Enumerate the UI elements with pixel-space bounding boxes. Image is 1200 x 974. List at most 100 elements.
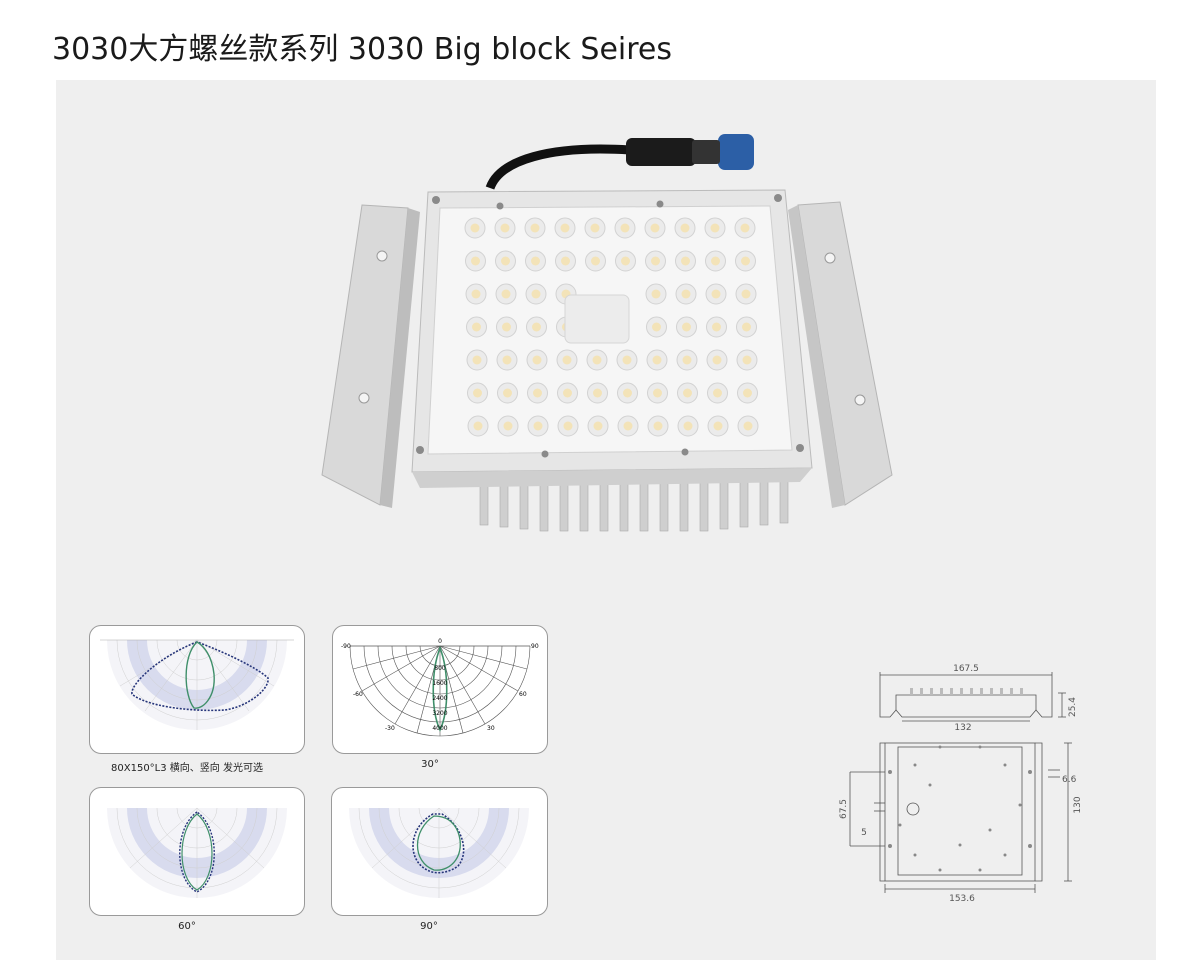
- led-chip: [591, 256, 600, 266]
- led-chip: [653, 388, 662, 398]
- led-chip: [531, 289, 541, 299]
- led-chip: [623, 388, 632, 398]
- led-chip: [592, 355, 602, 365]
- polar-curve-30: 0 -90 90 -60 60 -30 30 800 1600 2400 3200 40…: [341, 638, 539, 737]
- led-chip: [563, 421, 573, 431]
- scale-left90-label: -90: [341, 643, 351, 650]
- ring-label: 1600: [432, 680, 447, 687]
- led-chip: [621, 256, 630, 266]
- dim-width: 130: [1073, 796, 1083, 813]
- led-chip: [472, 322, 481, 332]
- dim-slot: 5: [861, 828, 867, 838]
- led-chip: [471, 289, 481, 299]
- led-chip: [533, 421, 543, 431]
- scale-right90-label: 90: [531, 643, 539, 650]
- led-chip: [533, 388, 542, 398]
- led-chip: [562, 355, 572, 365]
- led-chip: [741, 289, 751, 299]
- led-chip: [473, 421, 483, 431]
- dim-inner: 132: [954, 723, 971, 733]
- led-chip: [503, 388, 512, 398]
- led-chip: [471, 256, 480, 266]
- led-chip: [681, 289, 691, 299]
- led-chip: [652, 322, 661, 332]
- led-chip: [740, 223, 750, 233]
- curve-card-60: [89, 787, 305, 916]
- led-chip: [711, 289, 721, 299]
- led-chip: [712, 322, 721, 332]
- ring-label: 3200: [432, 710, 447, 717]
- led-chip: [532, 355, 542, 365]
- curve-caption-80x150: 80X150°L3 横向、竖向 发光可选: [111, 763, 263, 774]
- led-chip: [620, 223, 630, 233]
- led-chip: [712, 355, 722, 365]
- led-chip: [653, 421, 663, 431]
- led-chip: [501, 289, 511, 299]
- scale-right30-label: 30: [487, 725, 495, 732]
- led-chip: [713, 388, 722, 398]
- led-chip: [593, 421, 603, 431]
- curve-card-90: [331, 787, 548, 916]
- led-chip: [651, 256, 660, 266]
- dim-length: 167.5: [953, 664, 979, 674]
- led-chip: [742, 355, 752, 365]
- led-chip: [622, 355, 632, 365]
- led-chip: [590, 223, 600, 233]
- curve-caption-90: 90°: [420, 921, 438, 932]
- led-chip: [530, 223, 540, 233]
- led-chip: [682, 355, 692, 365]
- led-chip: [502, 322, 511, 332]
- led-chip: [531, 256, 540, 266]
- ring-label: 4000: [432, 725, 447, 732]
- scale-top-label: 0: [438, 638, 442, 645]
- ring-label: 2400: [432, 695, 447, 702]
- led-chip: [652, 355, 662, 365]
- led-chip: [683, 421, 693, 431]
- led-chip: [651, 289, 661, 299]
- led-chip: [473, 388, 482, 398]
- led-chip: [563, 388, 572, 398]
- polar-curve-90: [349, 807, 529, 898]
- led-chip: [681, 256, 690, 266]
- led-chip: [683, 388, 692, 398]
- led-chip: [713, 421, 723, 431]
- led-chip: [680, 223, 690, 233]
- led-chip: [593, 388, 602, 398]
- led-chip: [743, 421, 753, 431]
- polar-curve-60: [107, 807, 287, 898]
- scale-left60-label: -60: [353, 691, 363, 698]
- dim-mount-spacing: 67.5: [839, 799, 849, 819]
- dimension-drawing: 167.5 25.4 132 67.5 5 6.6 130 153.6: [839, 664, 1083, 904]
- led-chip: [711, 256, 720, 266]
- led-chip: [710, 223, 720, 233]
- scale-right60-label: 60: [519, 691, 527, 698]
- dim-height: 25.4: [1068, 697, 1078, 717]
- led-chip: [742, 322, 751, 332]
- led-chip: [503, 421, 513, 431]
- led-chip: [500, 223, 510, 233]
- led-chip: [561, 256, 570, 266]
- curve-caption-30: 30°: [421, 759, 439, 770]
- led-chip: [741, 256, 750, 266]
- ring-label: 800: [434, 665, 446, 672]
- led-chip: [532, 322, 541, 332]
- led-chip: [743, 388, 752, 398]
- dim-base-width: 153.6: [949, 894, 975, 904]
- led-chip: [501, 256, 510, 266]
- led-lens-grid: [464, 217, 759, 437]
- dim-side-gap: 6.6: [1062, 775, 1077, 785]
- led-chip: [560, 223, 570, 233]
- scale-left30-label: -30: [385, 725, 395, 732]
- curve-card-80x150: [89, 625, 305, 754]
- curve-card-30: 0 -90 90 -60 60 -30 30 800 1600 2400 3200 40…: [332, 625, 548, 754]
- curve-caption-60: 60°: [178, 921, 196, 932]
- led-chip: [470, 223, 480, 233]
- polar-curve-80x150: [100, 639, 294, 730]
- led-chip: [623, 421, 633, 431]
- led-module-image: [321, 134, 893, 532]
- led-chip: [682, 322, 691, 332]
- page-title: 3030大方螺丝款系列 3030 Big block Seires: [52, 32, 672, 67]
- led-chip: [472, 355, 482, 365]
- led-chip: [650, 223, 660, 233]
- led-chip: [502, 355, 512, 365]
